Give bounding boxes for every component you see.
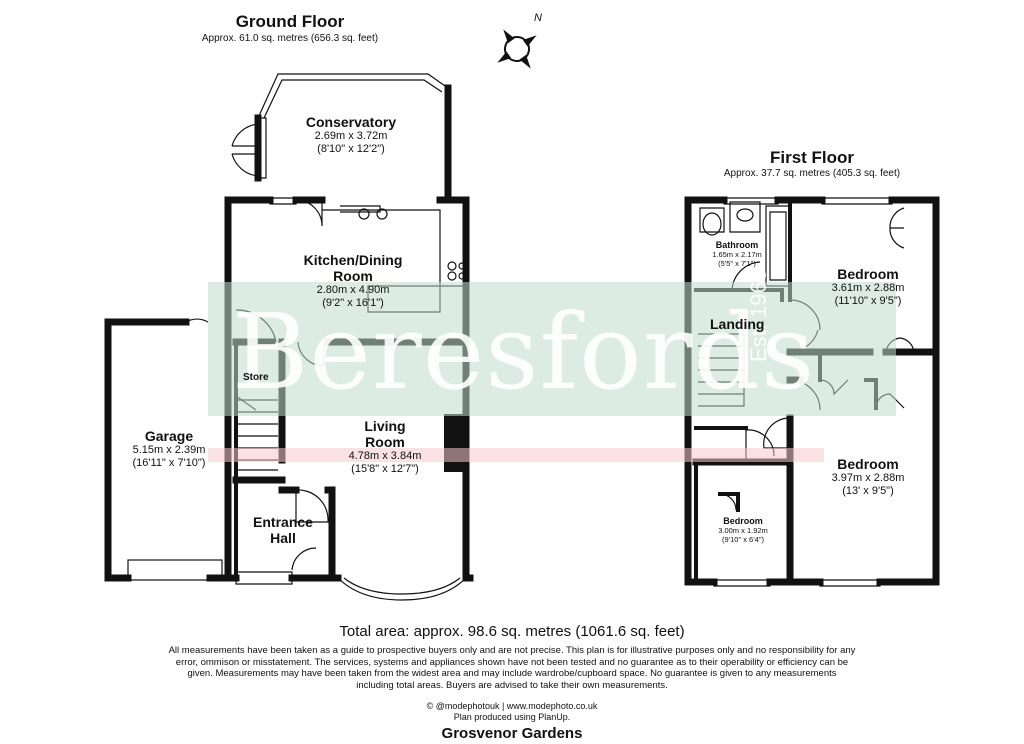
first-floor-area: Approx. 37.7 sq. metres (405.3 sq. feet) xyxy=(723,168,901,179)
disclaimer-line: given. Measurements may have been taken … xyxy=(187,668,837,679)
room-entrance-hall: Entrance Hall xyxy=(238,514,328,546)
room-store: Store xyxy=(243,372,269,383)
room-imperial: (9'2" x 16'1") xyxy=(322,297,384,309)
room-name-line2: Room xyxy=(365,434,405,450)
room-landing: Landing xyxy=(710,316,765,332)
room-imperial: (15'8" x 12'7") xyxy=(351,463,419,475)
room-name: Bedroom xyxy=(837,266,899,282)
room-imperial: (9'10" x 6'4") xyxy=(722,535,764,544)
room-name: Bathroom xyxy=(715,240,759,250)
room-bedroom-1: Bedroom 3.61m x 2.88m (11'10" x 9'5") xyxy=(808,266,928,308)
room-metric: 3.97m x 2.88m xyxy=(831,472,905,484)
ground-floor-title: Ground Floor xyxy=(235,12,345,31)
room-metric: 3.00m x 1.92m xyxy=(718,526,768,535)
first-floor-title: First Floor xyxy=(769,148,855,167)
room-name-line1: Entrance xyxy=(253,514,313,530)
room-metric: 2.69m x 3.72m xyxy=(314,130,388,142)
room-name: Conservatory xyxy=(305,114,397,130)
room-metric: 3.61m x 2.88m xyxy=(831,282,905,294)
credit-line: © @modephotouk | www.modephoto.co.uk xyxy=(426,701,598,711)
watermark-brand: Beresfords xyxy=(232,291,816,413)
room-metric: 2.80m x 4.90m xyxy=(316,284,390,296)
total-area: Total area: approx. 98.6 sq. metres (106… xyxy=(339,623,685,640)
room-bedroom-2: Bedroom 3.97m x 2.88m (13' x 9'5") xyxy=(808,456,928,498)
disclaimer-line: error, ommison or misstatement. The serv… xyxy=(175,656,849,668)
room-name: Bedroom xyxy=(837,456,899,472)
room-bathroom: Bathroom 1.65m x 2.17m (5'5" x 7'1") xyxy=(702,240,772,268)
room-name-line2: Hall xyxy=(270,530,296,546)
watermark-band xyxy=(208,282,896,416)
room-metric: 5.15m x 2.39m xyxy=(132,444,206,456)
room-metric: 4.78m x 3.84m xyxy=(348,450,422,462)
room-conservatory: Conservatory 2.69m x 3.72m (8'10" x 12'2… xyxy=(286,114,416,156)
room-bedroom-3: Bedroom 3.00m x 1.92m (9'10" x 6'4") xyxy=(700,516,786,544)
room-kitchen-dining: Kitchen/Dining Room 2.80m x 4.90m (9'2" … xyxy=(278,252,428,310)
room-garage: Garage 5.15m x 2.39m (16'11" x 7'10") xyxy=(110,428,228,470)
property-address: Grosvenor Gardens xyxy=(441,725,583,742)
compass-icon xyxy=(497,29,537,69)
room-name: Bedroom xyxy=(723,516,763,526)
room-imperial: (8'10" x 12'2") xyxy=(317,143,385,155)
compass-north-label: N xyxy=(534,12,542,24)
room-imperial: (16'11" x 7'10") xyxy=(132,457,206,469)
ground-floor-area: Approx. 61.0 sq. metres (656.3 sq. feet) xyxy=(201,33,379,44)
disclaimer-line: All measurements have been taken as a gu… xyxy=(168,645,856,656)
room-imperial: (5'5" x 7'1") xyxy=(718,259,756,268)
room-metric: 1.65m x 2.17m xyxy=(712,250,762,259)
credit-line: Plan produced using PlanUp. xyxy=(453,712,571,722)
room-name-line1: Kitchen/Dining xyxy=(303,252,403,268)
credit: © @modephotouk | www.modephoto.co.uk Pla… xyxy=(312,701,712,723)
room-imperial: (11'10" x 9'5") xyxy=(834,295,902,307)
room-name-line2: Room xyxy=(333,268,373,284)
room-name: Garage xyxy=(144,428,194,444)
disclaimer-line: including total areas. Buyers are advise… xyxy=(356,679,668,691)
disclaimer: All measurements have been taken as a gu… xyxy=(132,645,892,691)
room-living: Living Room 4.78m x 3.84m (15'8" x 12'7"… xyxy=(320,418,450,476)
room-name-line1: Living xyxy=(364,418,406,434)
garage-walls xyxy=(104,318,190,582)
room-imperial: (13' x 9'5") xyxy=(842,485,894,497)
watermark-band-accent xyxy=(208,448,824,462)
